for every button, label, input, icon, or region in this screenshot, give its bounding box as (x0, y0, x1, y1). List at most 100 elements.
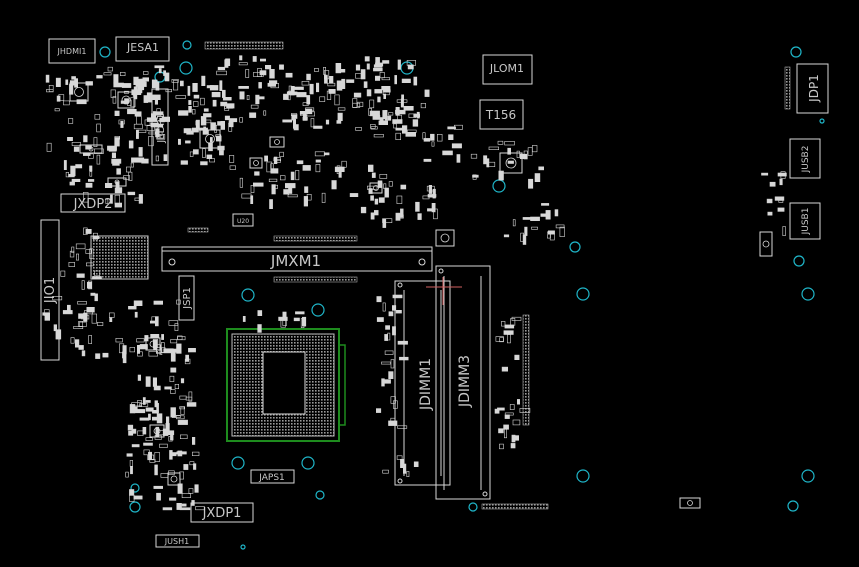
smd-pad (185, 140, 191, 144)
smd-pad (405, 132, 416, 137)
smd-pad (81, 280, 85, 290)
smd-pad (153, 300, 163, 305)
smd-pad (188, 100, 192, 105)
smd-pad (286, 91, 298, 96)
smd-pad (511, 316, 522, 321)
smd-pad (128, 305, 137, 310)
smd-pad (113, 74, 119, 84)
smd-pad (83, 192, 89, 203)
smd-pad (161, 116, 171, 122)
smd-pad (143, 442, 153, 446)
smd-pad (370, 195, 374, 201)
smd-pad (323, 67, 326, 75)
smd-pad (154, 99, 158, 105)
smd-pad (153, 111, 164, 116)
smd-pad (89, 171, 93, 177)
smd-pad (395, 127, 406, 131)
smd-pad (178, 110, 189, 116)
smd-pad (92, 235, 100, 239)
smd-pad (86, 306, 95, 313)
smd-pad (504, 141, 515, 146)
smd-pad (376, 296, 382, 303)
smd-pad (371, 172, 376, 178)
smd-pad (331, 180, 337, 190)
smd-pad (146, 117, 158, 122)
smd-pad (217, 121, 224, 126)
smd-pad (448, 134, 454, 140)
smd-pad (381, 86, 391, 91)
jmxm1-label: JMXM1 (270, 252, 321, 270)
smd-pad (220, 101, 228, 107)
smd-pad (200, 97, 205, 106)
smd-pad (176, 502, 182, 510)
smd-pad (71, 246, 75, 253)
smd-pad (154, 452, 160, 462)
ic-package (145, 337, 161, 351)
smd-pad (314, 151, 325, 157)
smd-pad (137, 374, 142, 381)
ic-marker (762, 240, 770, 248)
smd-pad (194, 484, 199, 493)
smd-pad (200, 116, 207, 126)
smd-pad (302, 165, 311, 171)
smd-pad (395, 107, 400, 116)
smd-pad (229, 118, 238, 123)
smd-pad (149, 458, 156, 463)
smd-pad (288, 186, 293, 194)
smd-pad (177, 419, 188, 425)
jdp1-label: JDP1 (807, 74, 821, 103)
jusb2-connector (789, 138, 821, 179)
smd-pad (181, 503, 187, 507)
smd-pad (392, 326, 396, 336)
smd-pad (114, 202, 122, 208)
smd-pad (125, 471, 129, 478)
smd-pad (171, 79, 179, 83)
smd-pad (121, 83, 132, 88)
mounting-holes (99, 40, 825, 550)
smd-pad (250, 104, 259, 109)
t156-label: T156 (485, 108, 516, 122)
smd-pad (120, 72, 126, 77)
smd-pad (164, 386, 172, 390)
smd-pad (145, 376, 151, 387)
smd-pad (52, 295, 63, 301)
smd-pad (155, 316, 159, 327)
smd-pad (192, 83, 198, 92)
smd-pad (145, 400, 151, 403)
smd-pad (549, 233, 555, 241)
smd-pad (127, 191, 136, 196)
smd-pad (166, 430, 175, 436)
smd-pad (163, 348, 174, 354)
smd-pad (369, 99, 375, 109)
smd-pad (131, 157, 142, 163)
smd-pad (192, 127, 199, 133)
smd-pad (486, 158, 490, 168)
smd-pad (250, 195, 254, 204)
smd-pad (384, 187, 389, 198)
smd-pad (138, 147, 143, 157)
smd-pad (329, 76, 334, 84)
jlom1-connector (482, 54, 533, 85)
smd-pad (401, 78, 411, 84)
smd-pad (280, 319, 286, 328)
smd-pad (119, 343, 125, 354)
ic-marker (505, 157, 517, 169)
smd-pad (224, 104, 233, 109)
smd-pad (390, 417, 396, 423)
smd-pad (67, 304, 71, 314)
smd-pad (148, 136, 154, 147)
smd-pad (337, 107, 346, 111)
jsp1-label: JSP1 (182, 287, 193, 310)
smd-pad (319, 96, 326, 102)
smd-pad (420, 103, 426, 109)
smd-pad (83, 135, 88, 143)
smd-pad (112, 96, 117, 104)
smd-pad (301, 81, 310, 86)
smd-pad (545, 210, 551, 220)
smd-pad (381, 77, 390, 81)
smd-pad (163, 70, 167, 76)
smd-pad (158, 68, 162, 74)
jusb1-connector (789, 202, 821, 240)
smd-pad (254, 171, 260, 176)
